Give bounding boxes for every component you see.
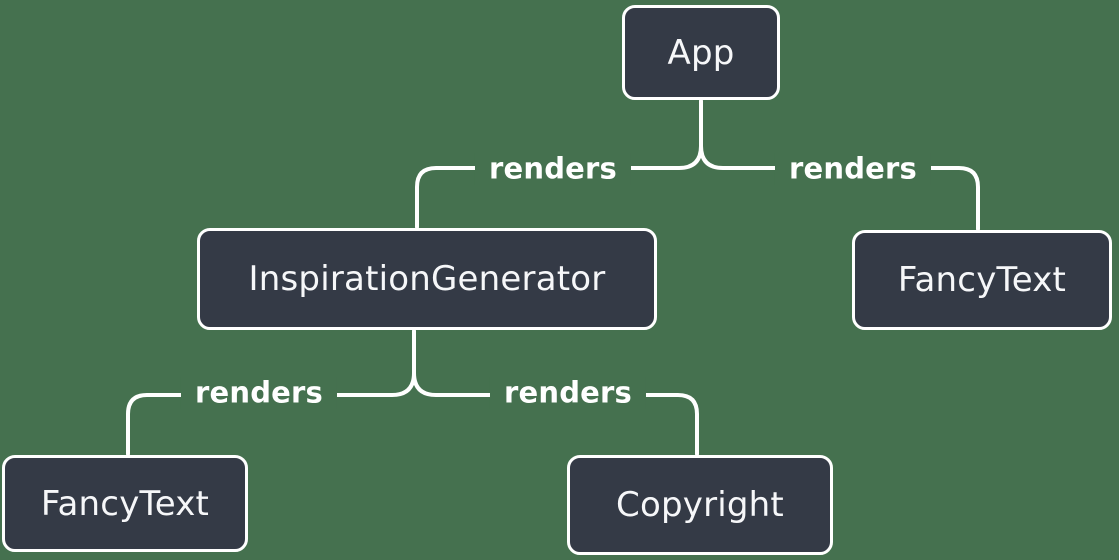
- node-fancy-text-bottom-label: FancyText: [40, 483, 210, 524]
- edge-app-fancytext: [699, 144, 980, 231]
- node-app: App: [622, 5, 780, 100]
- node-fancy-text-top: FancyText: [852, 230, 1112, 330]
- node-inspiration-generator-label: InspirationGenerator: [248, 259, 606, 299]
- node-copyright-label: Copyright: [616, 485, 784, 525]
- node-fancy-text-top-label: FancyText: [897, 260, 1067, 300]
- edge-inspirationgenerator-copyright: [412, 371, 699, 456]
- node-fancy-text-bottom: FancyText: [2, 455, 248, 552]
- edge-label-app-fancytext: renders: [774, 152, 932, 186]
- node-app-label: App: [667, 32, 735, 73]
- node-inspiration-generator: InspirationGenerator: [197, 228, 657, 330]
- edge-label-app-inspirationgenerator: renders: [474, 152, 632, 186]
- node-copyright: Copyright: [567, 455, 833, 555]
- edge-label-inspirationgenerator-fancytext: renders: [180, 376, 338, 410]
- edge-label-inspirationgenerator-copyright: renders: [489, 376, 647, 410]
